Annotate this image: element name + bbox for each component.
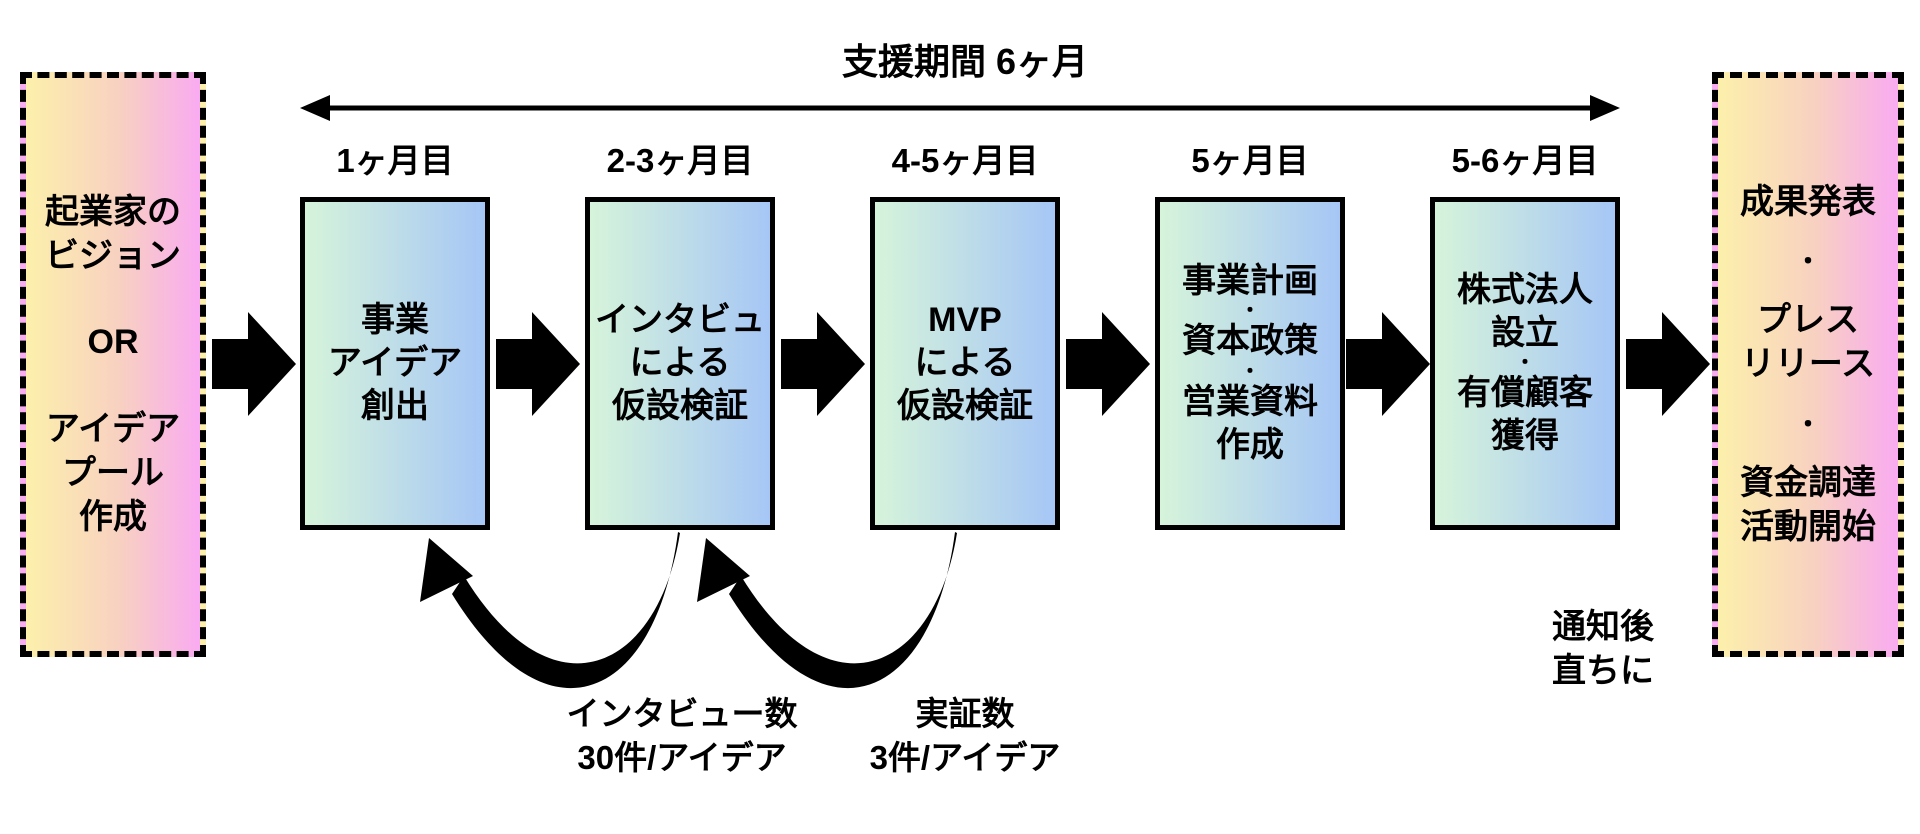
exit-box: 成果発表 ・ プレス リリース ・ 資金調達 活動開始 [1712, 72, 1904, 657]
entry-line: 起業家の [45, 192, 181, 231]
step-line: インタビュ [595, 300, 765, 339]
step-box-incorporation: 株式法人 設立 ・ 有償顧客 獲得 [1430, 197, 1620, 530]
step-line: 事業 [361, 300, 429, 339]
step-line: 創出 [361, 387, 429, 426]
flow-arrow-entry [212, 312, 296, 416]
step-line: 作成 [1216, 425, 1284, 464]
separator-dot: ・ [1515, 352, 1535, 374]
flow-arrow-exit [1626, 312, 1710, 416]
month-label-4: 5ヶ月目 [1191, 142, 1309, 179]
note-line: 通知後 [1552, 608, 1654, 646]
note-interview-count: インタビュー数 30件/アイデア [532, 692, 832, 780]
entry-line: プール [62, 453, 164, 492]
feedback-arrow-proof [697, 532, 957, 689]
step-line: 資本政策 [1182, 322, 1318, 361]
separator-dot: ・ [1794, 246, 1821, 277]
note-after-notice: 通知後 直ちに [1503, 606, 1703, 693]
flow-arrow-4-5 [1346, 312, 1430, 416]
timeline-title: 支援期間 6ヶ月 [841, 41, 1089, 82]
note-line: 実証数 [915, 695, 1015, 732]
step-line: 設立 [1491, 313, 1559, 352]
step-line: 仮設検証 [612, 387, 748, 426]
step-line: による [629, 343, 731, 382]
step-box-interview-validation: インタビュ による 仮設検証 [585, 197, 775, 530]
step-line: 株式法人 [1457, 270, 1593, 309]
entry-line: OR [87, 323, 139, 362]
step-line: アイデア [327, 343, 463, 382]
exit-line: リリース [1740, 345, 1876, 384]
separator-dot: ・ [1240, 300, 1260, 323]
separator-dot: ・ [1794, 408, 1821, 439]
month-label-5: 5-6ヶ月目 [1451, 142, 1599, 179]
step-line: 獲得 [1491, 417, 1559, 456]
note-line: 30件/アイデア [577, 738, 787, 776]
note-line: 直ちに [1552, 651, 1654, 690]
note-line: インタビュー数 [566, 695, 798, 732]
feedback-arrow-interview [420, 532, 680, 689]
timeline-span-arrow [300, 95, 1620, 121]
entry-line: ビジョン [45, 237, 181, 276]
separator-dot: ・ [1240, 360, 1260, 383]
step-box-idea-creation: 事業 アイデア 創出 [300, 197, 490, 530]
step-line: 有償顧客 [1457, 374, 1593, 412]
step-box-mvp-validation: MVP による 仮設検証 [870, 197, 1060, 530]
entry-line: 作成 [79, 497, 147, 536]
step-box-business-plan: 事業計画 ・ 資本政策 ・ 営業資料 作成 [1155, 197, 1345, 530]
exit-line: 資金調達 [1740, 463, 1876, 502]
step-line: 仮設検証 [897, 387, 1033, 426]
step-line: による [914, 343, 1016, 382]
step-line: 事業計画 [1182, 262, 1318, 301]
step-line: MVP [928, 300, 1002, 339]
entry-box: 起業家の ビジョン OR アイデア プール 作成 [20, 72, 206, 657]
flow-arrow-3-4 [1066, 312, 1150, 416]
flow-arrow-2-3 [781, 312, 865, 416]
exit-line: 活動開始 [1740, 507, 1876, 546]
exit-line: プレス [1757, 301, 1859, 340]
entry-line: アイデア [45, 409, 181, 448]
month-label-2: 2-3ヶ月目 [606, 142, 754, 179]
step-line: 営業資料 [1182, 382, 1318, 421]
month-label-1: 1ヶ月目 [336, 142, 454, 179]
note-proof-count: 実証数 3件/アイデア [815, 692, 1115, 780]
month-label-3: 4-5ヶ月目 [891, 142, 1039, 179]
flow-arrow-1-2 [496, 312, 580, 416]
note-line: 3件/アイデア [869, 738, 1061, 776]
exit-line: 成果発表 [1740, 183, 1876, 222]
